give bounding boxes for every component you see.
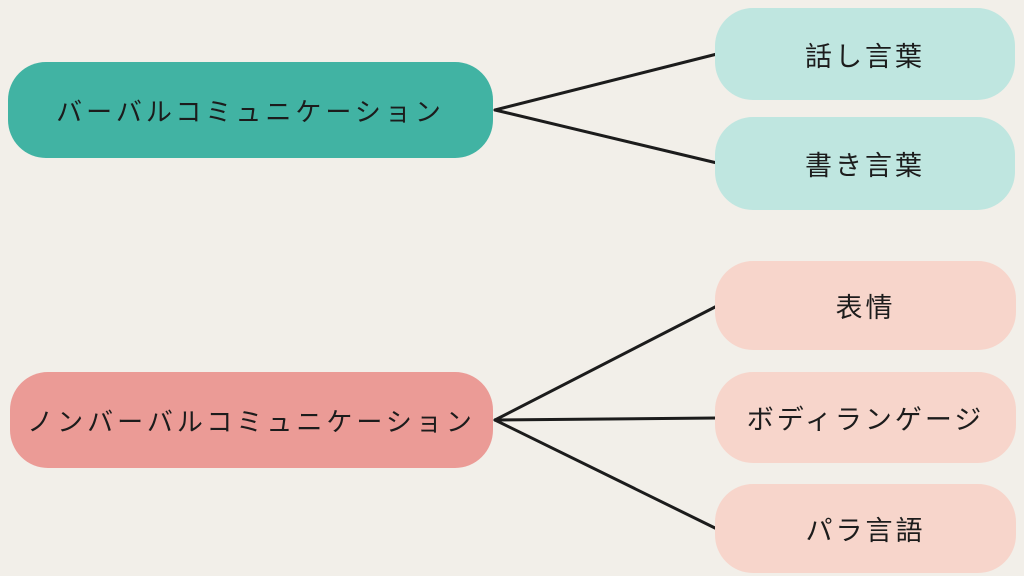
node-nonverbal-communication: ノンバーバルコミュニケーション <box>10 372 493 468</box>
edge-nonverbal-facial <box>493 304 719 422</box>
edge-verbal-spoken <box>493 52 719 112</box>
node-verbal-communication-label: バーバルコミュニケーション <box>56 96 445 127</box>
node-verbal-communication: バーバルコミュニケーション <box>8 62 493 158</box>
node-spoken-language-label: 話し言葉 <box>805 41 925 72</box>
edge-nonverbal-paralanguage <box>493 418 719 531</box>
node-body-language-label: ボディランゲージ <box>746 405 985 435</box>
node-spoken-language: 話し言葉 <box>715 8 1015 100</box>
edge-nonverbal-bodylanguage <box>493 416 719 422</box>
node-written-language: 書き言葉 <box>715 117 1015 210</box>
node-written-language-label: 書き言葉 <box>805 151 925 181</box>
node-nonverbal-communication-label: ノンバーバルコミュニケーション <box>27 406 476 437</box>
node-facial-expression-label: 表情 <box>835 293 896 323</box>
node-paralanguage: パラ言語 <box>715 484 1016 573</box>
node-body-language: ボディランゲージ <box>715 372 1016 463</box>
node-paralanguage-label: パラ言語 <box>805 516 926 546</box>
edge-verbal-written <box>493 108 719 165</box>
node-facial-expression: 表情 <box>715 261 1016 350</box>
